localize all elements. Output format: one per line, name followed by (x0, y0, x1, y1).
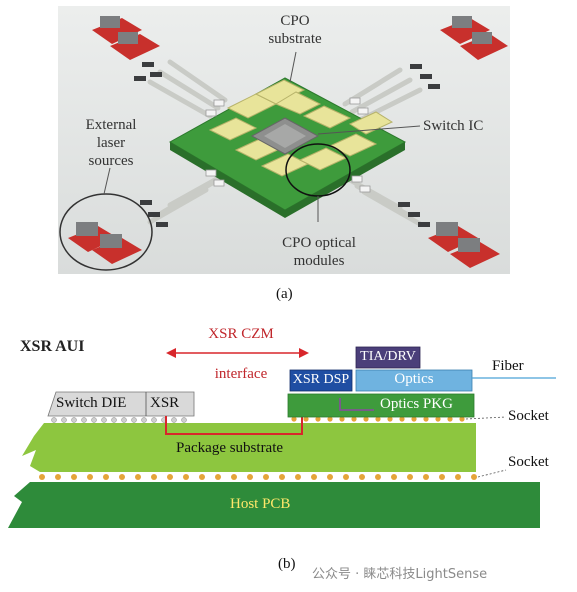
label-external-laser: External laser sources (66, 116, 156, 170)
optics-label: Optics (394, 371, 434, 387)
host-pcb-label: Host PCB (230, 496, 291, 512)
package-substrate (22, 423, 476, 472)
optics-pkg-label: Optics PKG (380, 396, 453, 412)
laser-source-bottom-left (68, 222, 142, 264)
cpo-substrate-line1: CPO (280, 13, 310, 29)
xsr-czm-line1: XSR CZM (208, 326, 274, 342)
external-laser-line2: laser (96, 135, 126, 151)
socket-label-upper: Socket (508, 408, 549, 424)
caption-b: (b) (278, 556, 296, 572)
laser-highlight-circle (59, 193, 153, 271)
xsr-aui-title: XSR AUI (20, 338, 85, 355)
figure-b: XSR AUI XSR CZM interface Switch DIE XSR… (0, 320, 577, 592)
socket-balls-upper (291, 416, 465, 422)
package-substrate-label: Package substrate (176, 440, 284, 456)
switch-die-label: Switch DIE (56, 395, 127, 411)
figure-a: CPO substrate Switch IC External laser s… (58, 6, 510, 302)
laser-source-top-right (440, 16, 508, 60)
fiber-label: Fiber (492, 358, 524, 374)
xsr-dsp-label: XSR DSP (292, 372, 350, 387)
cpo-optical-modules (208, 79, 394, 177)
xsr-label: XSR (150, 395, 180, 411)
socket-label-lower: Socket (508, 454, 549, 470)
label-switch-ic: Switch IC (423, 118, 484, 134)
xsr-czm-line2: interface (214, 366, 268, 382)
optics (355, 369, 473, 392)
caption-a: (a) (276, 286, 293, 302)
optics-pkg (287, 393, 475, 418)
xsr-aui-diagram (8, 346, 556, 528)
cpo-optical-line2: modules (293, 253, 345, 269)
socket-balls-lower (39, 474, 477, 480)
xsr-czm-label: XSR CZM interface (196, 324, 286, 384)
external-laser-line1: External (85, 117, 137, 133)
cpo-illustration (58, 6, 510, 274)
switch-die (47, 391, 195, 417)
xsr-dsp (289, 369, 353, 392)
label-cpo-optical-modules: CPO optical modules (262, 234, 376, 270)
laser-source-bottom-right (428, 222, 500, 268)
tia-drv-label: TIA/DRV (360, 349, 416, 364)
host-pcb (8, 482, 540, 528)
cpo-optical-line1: CPO optical (282, 235, 356, 251)
xsr-trace (165, 416, 303, 435)
label-cpo-substrate: CPO substrate (250, 12, 340, 48)
cpo-substrate-line2: substrate (268, 31, 322, 47)
tia-drv (355, 346, 421, 369)
external-laser-line3: sources (88, 153, 134, 169)
watermark: 公众号 · 睐芯科技LightSense (312, 567, 488, 582)
laser-source-top-left (92, 16, 160, 60)
